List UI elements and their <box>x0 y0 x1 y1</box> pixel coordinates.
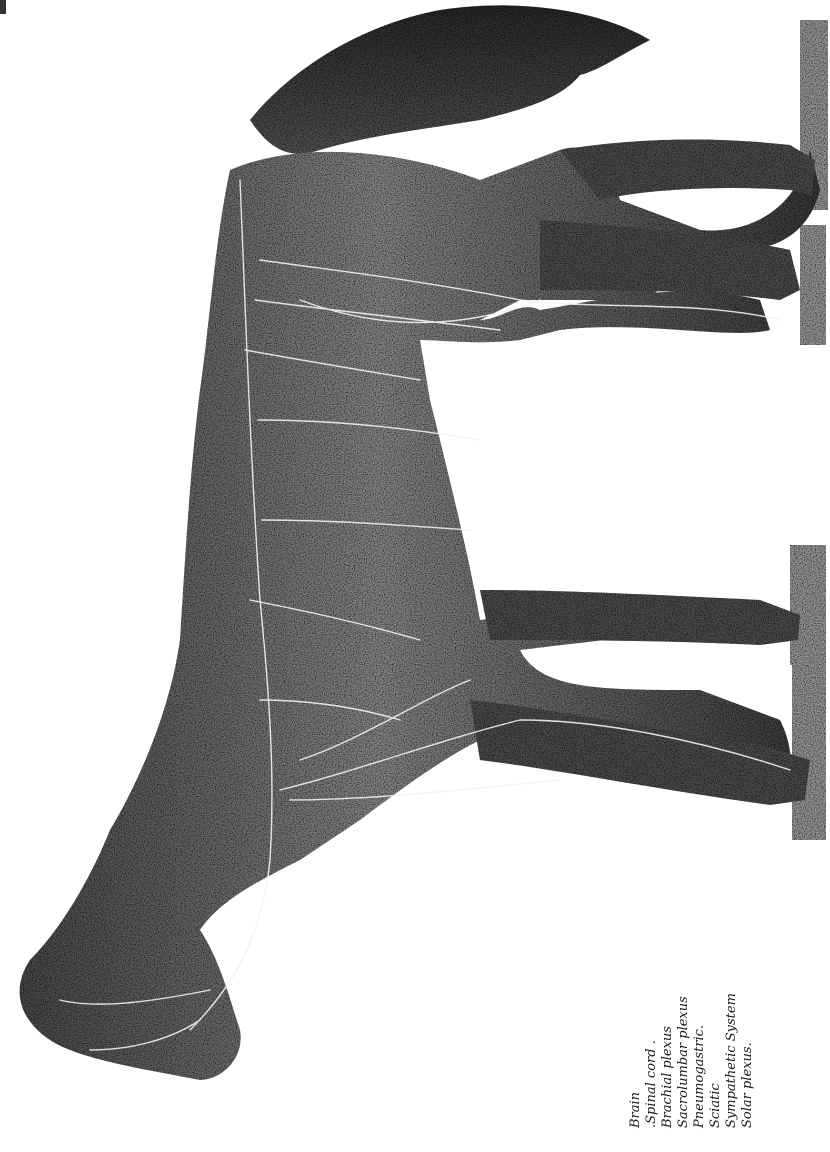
plate-corner-mark <box>0 0 6 14</box>
legend-sacrolumbar-plexus: Sacrolumbar plexus <box>676 868 692 1128</box>
legend-pneumogastric: Pneumogastric. <box>692 868 708 1128</box>
legend-spinal-cord: .Spinal cord . <box>644 868 660 1128</box>
legend-brachial-plexus: Brachial plexus <box>660 868 676 1128</box>
ground-strips <box>790 20 828 840</box>
horse-tail <box>250 5 650 153</box>
legend-brain: Brain <box>628 868 644 1128</box>
legend-sympathetic-system: Sympathetic System <box>724 868 740 1128</box>
nerve-legend: Brain .Spinal cord . Brachial plexus Sac… <box>628 868 756 1128</box>
legend-sciatic: Sciatic <box>708 868 724 1128</box>
legend-solar-plexus: Solar plexus. <box>740 868 756 1128</box>
